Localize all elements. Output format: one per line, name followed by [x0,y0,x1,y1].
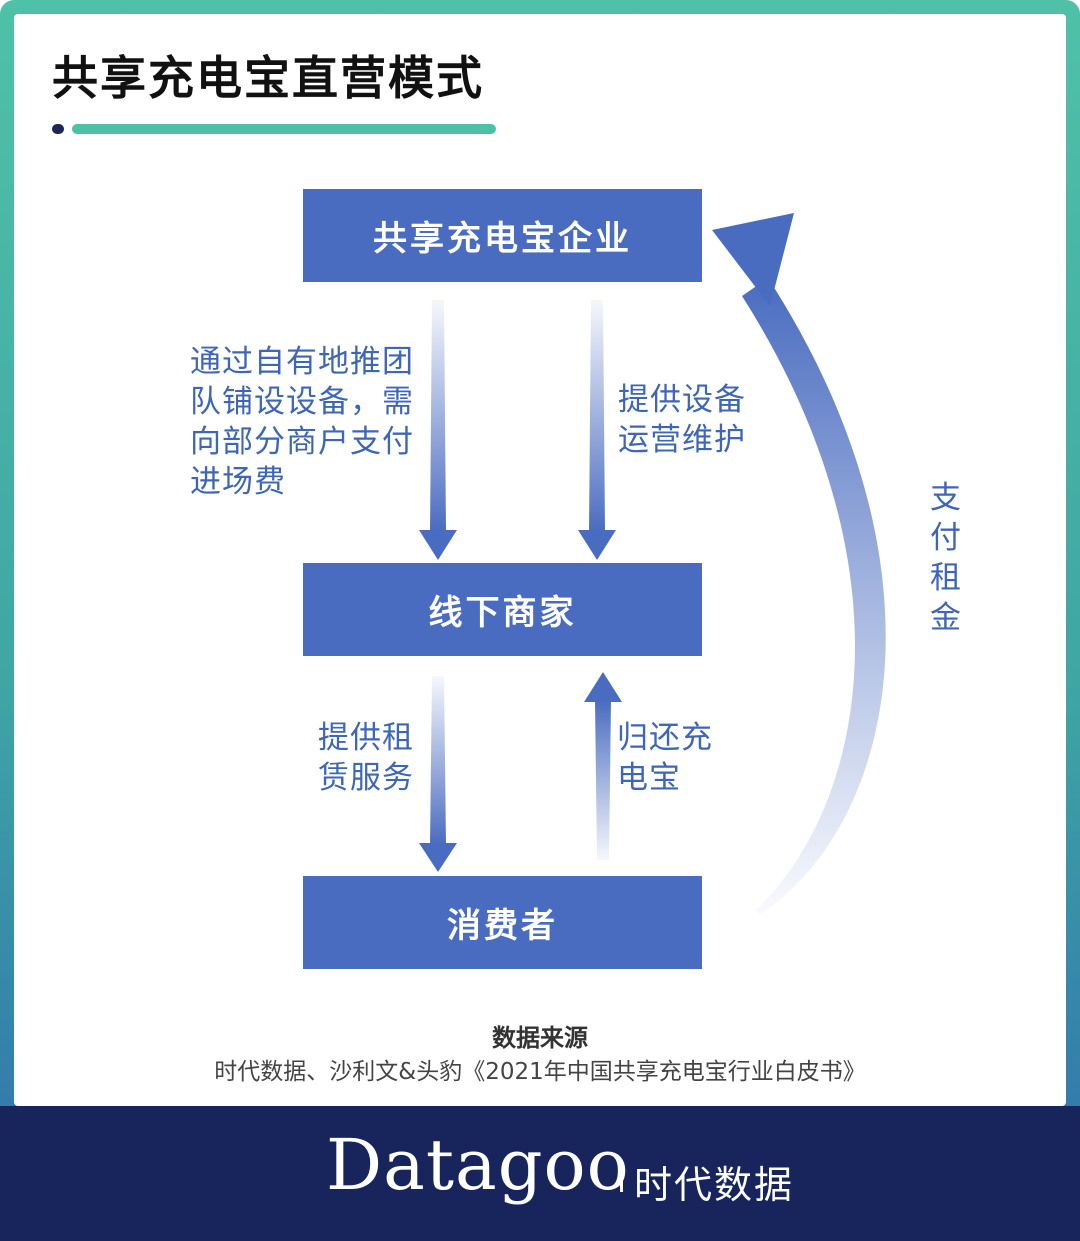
brand-logo: Datagoo [326,1124,630,1206]
node-consumer: 消费者 [303,876,702,969]
source-text: 时代数据、沙利文&头豹《2021年中国共享充电宝行业白皮书》 [214,1059,866,1085]
label-return-powerbank: 归还充电宝 [617,720,713,796]
title-underline-dot [52,124,64,134]
label-pay-rent: 支付租金 [930,480,962,636]
arrow-direct-deploy [419,300,457,560]
footer-bar [0,1106,1080,1241]
title-underline-bar [72,124,496,134]
arrow-return-powerbank [584,672,622,860]
arrow-pay-rent [712,213,886,915]
arrow-operations [578,300,616,560]
page-title: 共享充电宝直营模式 [52,51,484,105]
node-enterprise: 共享充电宝企业 [303,189,702,282]
label-operations: 提供设备运营维护 [618,382,746,458]
brand-name-cn: 时代数据 [634,1163,795,1207]
source-title: 数据来源 [492,1024,588,1052]
label-direct-deploy: 通过自有地推团队铺设设备，需向部分商户支付进场费 [190,344,414,500]
brand-separator [620,1160,623,1192]
label-rental-service: 提供租赁服务 [318,720,414,796]
node-merchant: 线下商家 [303,563,702,656]
arrow-rental-service [419,676,457,872]
